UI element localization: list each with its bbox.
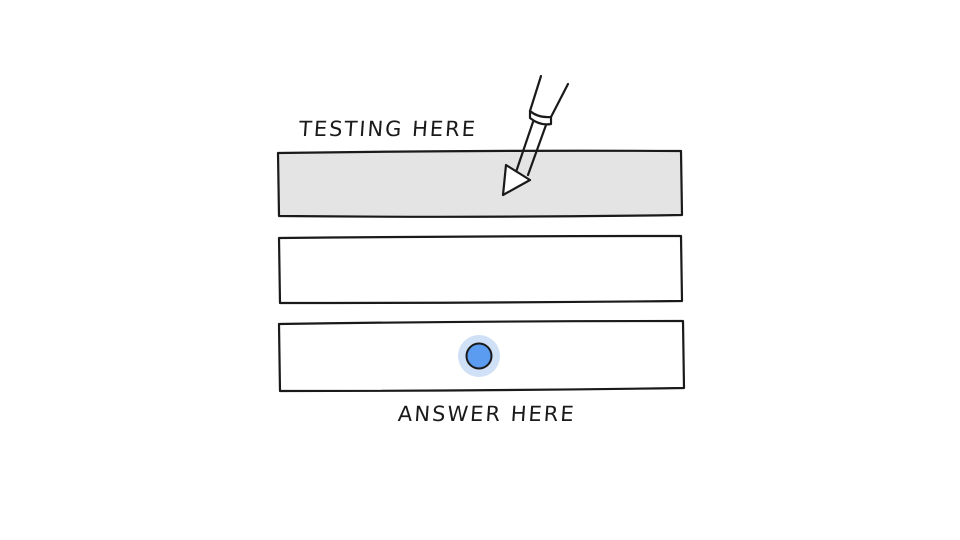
middle-bar bbox=[277, 234, 684, 305]
label-testing-here: TESTING HERE bbox=[298, 117, 478, 141]
arrow-down-left-icon bbox=[501, 74, 570, 197]
blue-dot-icon bbox=[458, 335, 500, 377]
highlighted-bar bbox=[276, 149, 684, 218]
label-answer-here: ANSWER HERE bbox=[397, 402, 577, 426]
